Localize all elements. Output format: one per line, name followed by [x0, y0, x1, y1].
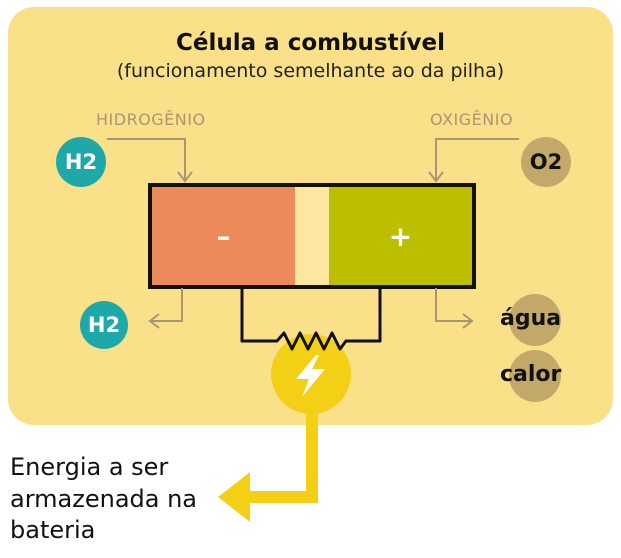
water-label: água [500, 306, 562, 331]
negative-sign: – [216, 219, 231, 253]
output-arrows [148, 288, 474, 329]
products-output-arrow [435, 288, 472, 322]
heat-label: calor [500, 362, 562, 387]
oxygen-input-arrowhead [428, 171, 444, 183]
heat-circle [509, 350, 561, 402]
products-output-arrowhead [462, 313, 474, 329]
positive-sign: + [388, 219, 413, 253]
diagram-title: Célula a combustível [176, 30, 445, 56]
lightning-bolt-icon [296, 355, 325, 397]
energy-caption: Energia a ser armazenada na bateria [10, 453, 198, 545]
hydrogen-output-badge: H2 [80, 301, 128, 349]
oxygen-input-badge: O2 [521, 137, 571, 187]
input-arrows [107, 138, 519, 183]
oxygen-input-arrow [435, 138, 519, 181]
cathode: + [329, 187, 472, 285]
hydrogen-output-arrow [150, 288, 183, 322]
energy-arrow [218, 378, 318, 522]
hydrogen-input-label: HIDROGÊNIO [96, 110, 206, 129]
oxygen-input-label: OXIGÊNIO [430, 110, 514, 129]
resistor-zigzag-icon [240, 285, 382, 351]
hydrogen-output-arrowhead [148, 313, 160, 329]
anode: – [152, 187, 295, 285]
fuel-cell: – + [148, 183, 476, 289]
electrolyte [295, 187, 329, 285]
hydrogen-input-badge: H2 [56, 137, 106, 187]
hydrogen-input-arrow [107, 138, 186, 181]
external-circuit [240, 285, 382, 351]
diagram-subtitle: (funcionamento semelhante ao da pilha) [116, 60, 505, 82]
water-circle [509, 294, 561, 346]
hydrogen-input-arrowhead [177, 171, 193, 183]
